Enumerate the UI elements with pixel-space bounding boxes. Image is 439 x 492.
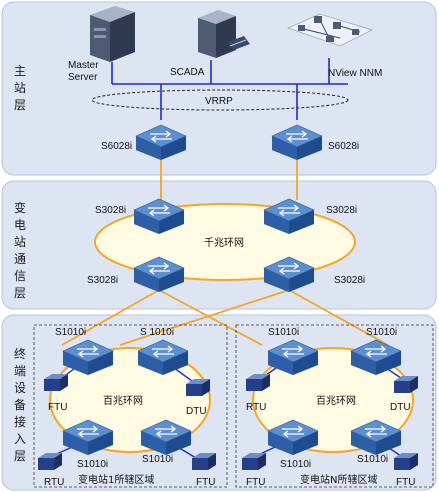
master-layer-label: 主 站 层	[14, 64, 26, 112]
svg-text:电: 电	[14, 218, 26, 232]
area-left-label: 变电站1所辖区域	[78, 473, 154, 486]
area-right-label: 变电站N所辖区域	[300, 473, 377, 486]
svg-text:通: 通	[14, 252, 26, 266]
substation-layer-label: 变 电 站 通 信 层	[14, 200, 26, 300]
rtu-2-label: RTU	[246, 402, 266, 413]
fe-ring-right-label: 百兆环网	[316, 395, 356, 407]
svg-text:站: 站	[14, 81, 26, 95]
s1010-b-label: S 1010i	[140, 327, 174, 338]
svg-text:入: 入	[14, 432, 26, 446]
s1010-c-label: S1010i	[77, 459, 108, 470]
s1010-a-label: S1010i	[55, 327, 86, 338]
s3028-bl-label: S3028i	[87, 275, 118, 286]
scada-label: SCADA	[170, 67, 205, 78]
ftu-3-label: FTU	[196, 477, 215, 488]
master-server-label-2: Server	[68, 72, 98, 83]
ftu-1-label: FTU	[48, 402, 67, 413]
svg-text:接: 接	[14, 414, 26, 429]
gigabit-ring-label: 千兆环网	[204, 237, 244, 249]
area-box-right	[235, 324, 434, 488]
svg-text:层: 层	[14, 286, 26, 300]
svg-text:层: 层	[14, 449, 26, 463]
svg-text:端: 端	[14, 364, 26, 378]
s6028-left-label: S6028i	[101, 141, 132, 152]
s1010-e-label: S1010i	[268, 327, 299, 338]
fe-ring-left-label: 百兆环网	[103, 395, 143, 407]
dtu-1-label: DTU	[186, 406, 207, 417]
s1010-d-label: S1010i	[142, 454, 173, 465]
s3028-br-label: S3028i	[334, 275, 365, 286]
uplink-links	[61, 160, 389, 346]
svg-text:终: 终	[14, 346, 26, 361]
rtu-1-label: RTU	[44, 477, 64, 488]
master-server-label-1: Master	[68, 60, 99, 71]
dtu-2-label: DTU	[390, 402, 411, 413]
svg-text:主: 主	[14, 64, 26, 78]
ftu-2-label: FTU	[246, 477, 265, 488]
s1010-h-label: S1010i	[357, 454, 388, 465]
nview-nnm-label: NView NNM	[328, 68, 382, 79]
svg-text:层: 层	[14, 98, 26, 112]
vrrp-ellipse	[91, 89, 349, 111]
s6028-right-label: S6028i	[328, 141, 359, 152]
vrrp-label: VRRP	[205, 96, 233, 107]
svg-text:站: 站	[14, 235, 26, 249]
s3028-tl-label: S3028i	[95, 205, 126, 216]
svg-text:备: 备	[14, 398, 26, 412]
svg-text:变: 变	[14, 200, 26, 215]
s1010-g-label: S1010i	[280, 459, 311, 470]
svg-text:信: 信	[14, 269, 26, 283]
nview-nnm-icon	[286, 13, 374, 47]
master-server-icon	[90, 6, 135, 62]
s3028-tr-label: S3028i	[326, 205, 357, 216]
terminal-layer-label: 终 端 设 备 接 入 层	[14, 346, 26, 463]
ftu-4-label: FTU	[396, 477, 415, 488]
master-links	[111, 58, 348, 120]
area-box-left	[33, 324, 228, 488]
svg-text:设: 设	[14, 381, 26, 395]
s1010-f-label: S1010i	[366, 327, 397, 338]
scada-icon	[198, 10, 250, 58]
